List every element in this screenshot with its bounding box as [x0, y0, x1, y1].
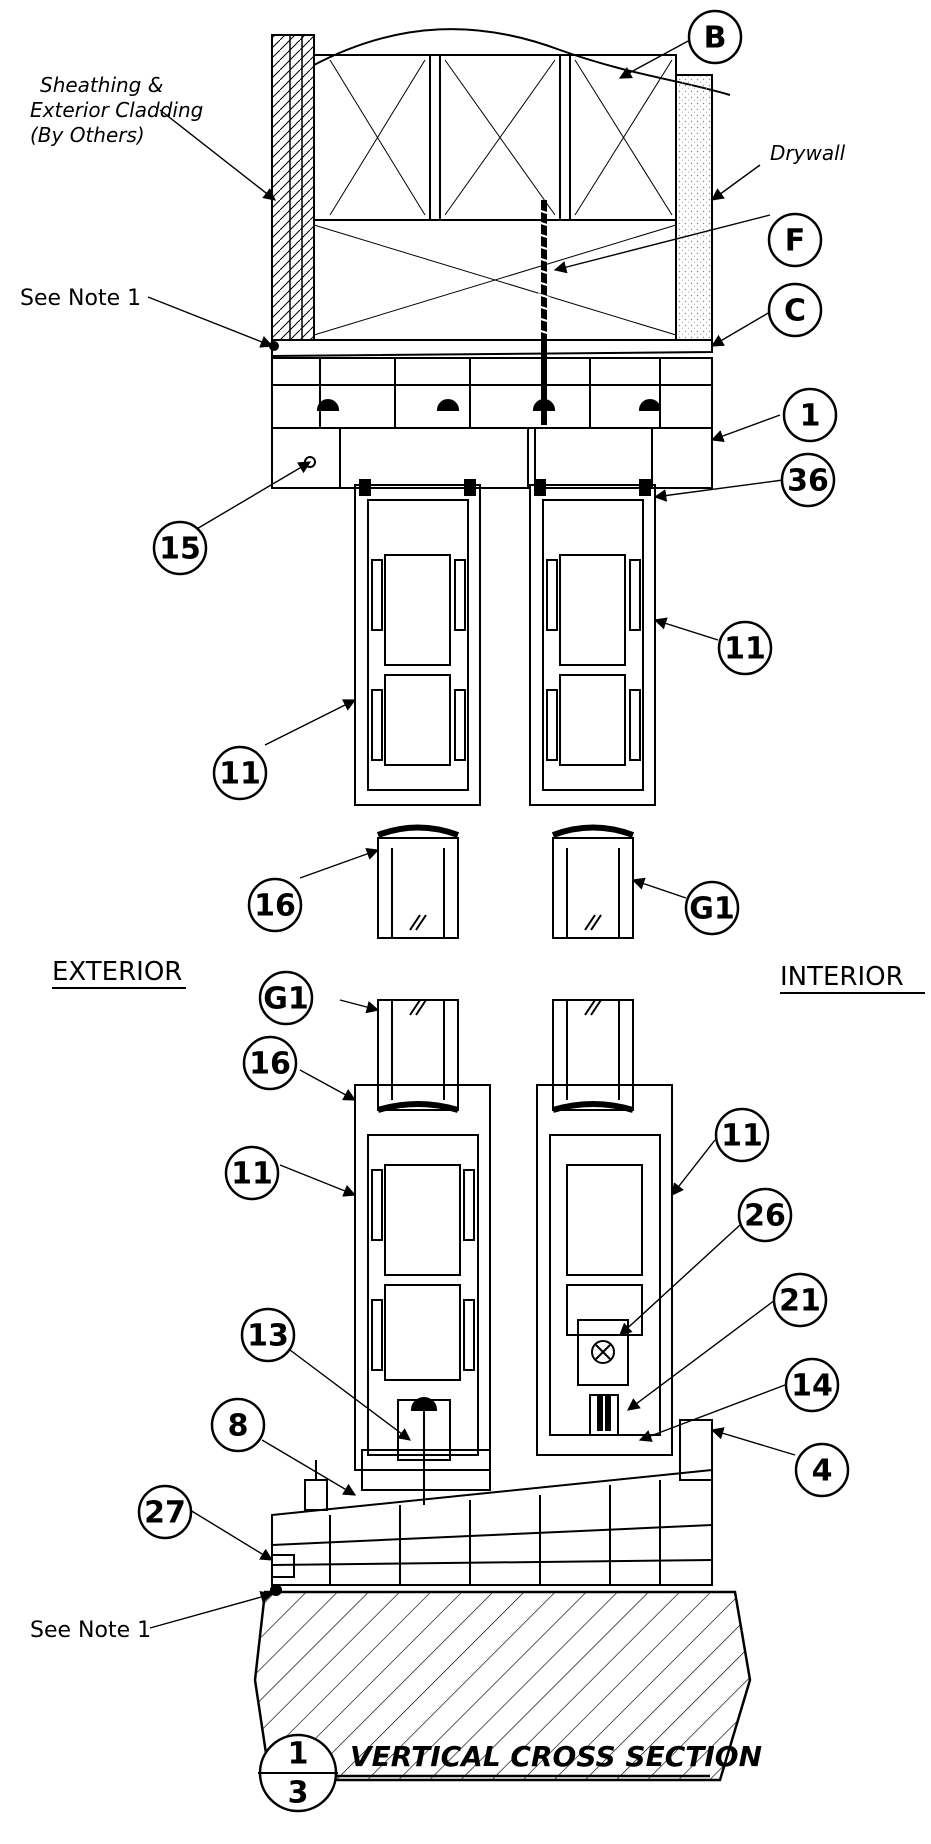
drywall-label: Drywall	[770, 141, 846, 165]
callout-15: 15	[159, 532, 201, 567]
title-sheet-number: 3	[288, 1776, 309, 1811]
wall-assembly	[269, 28, 731, 425]
see-note-bottom: See Note 1	[30, 1618, 151, 1643]
callout-16-top: 16	[254, 889, 296, 924]
head-frame	[271, 357, 713, 489]
callout-b: B	[704, 21, 727, 56]
title-block: 1 3 VERTICAL CROSS SECTION	[258, 1733, 762, 1813]
callout-bubbles	[137, 9, 850, 1540]
callout-27: 27	[144, 1496, 186, 1531]
see-note-top: See Note 1	[20, 286, 141, 311]
upper-glazing	[376, 824, 635, 939]
upper-sash-left	[354, 479, 481, 806]
callout-4: 4	[812, 1454, 833, 1489]
lower-sash-right	[536, 1084, 673, 1456]
callout-26: 26	[744, 1199, 786, 1234]
sheathing-label-line2: Exterior Cladding	[30, 98, 203, 122]
leader-lines	[147, 39, 796, 1629]
callout-g1-top: G1	[689, 892, 735, 927]
callout-11-bottom-left: 11	[231, 1157, 273, 1192]
lower-sash-left	[354, 1084, 491, 1505]
callout-16-bottom: 16	[249, 1047, 291, 1082]
callout-21: 21	[779, 1284, 821, 1319]
sheathing-label-line1: Sheathing &	[40, 73, 163, 97]
cladding-layer	[271, 34, 315, 341]
lower-glazing	[377, 999, 634, 1113]
callout-c: C	[784, 294, 806, 329]
callout-36: 36	[787, 464, 829, 499]
callout-f: F	[785, 224, 806, 259]
substrate-hatch	[253, 1590, 752, 1782]
callout-g1-bottom: G1	[263, 982, 309, 1017]
callout-11-top-right: 11	[724, 632, 766, 667]
shim-c	[271, 339, 713, 358]
callout-1: 1	[800, 399, 821, 434]
drywall-layer	[675, 74, 713, 341]
sheathing-label-line3: (By Others)	[30, 123, 145, 147]
upper-sash-right	[529, 479, 656, 806]
callout-11-top-left: 11	[219, 757, 261, 792]
callout-13: 13	[247, 1319, 289, 1354]
framing-box	[313, 54, 677, 341]
sill-frame	[270, 1419, 713, 1596]
title-detail-number: 1	[288, 1737, 309, 1772]
callout-14: 14	[791, 1369, 833, 1404]
exterior-label: EXTERIOR	[52, 957, 182, 987]
title-text: VERTICAL CROSS SECTION	[350, 1740, 762, 1773]
callout-8: 8	[228, 1409, 249, 1444]
callout-11-bottom-right: 11	[721, 1119, 763, 1154]
interior-label: INTERIOR	[780, 962, 904, 992]
